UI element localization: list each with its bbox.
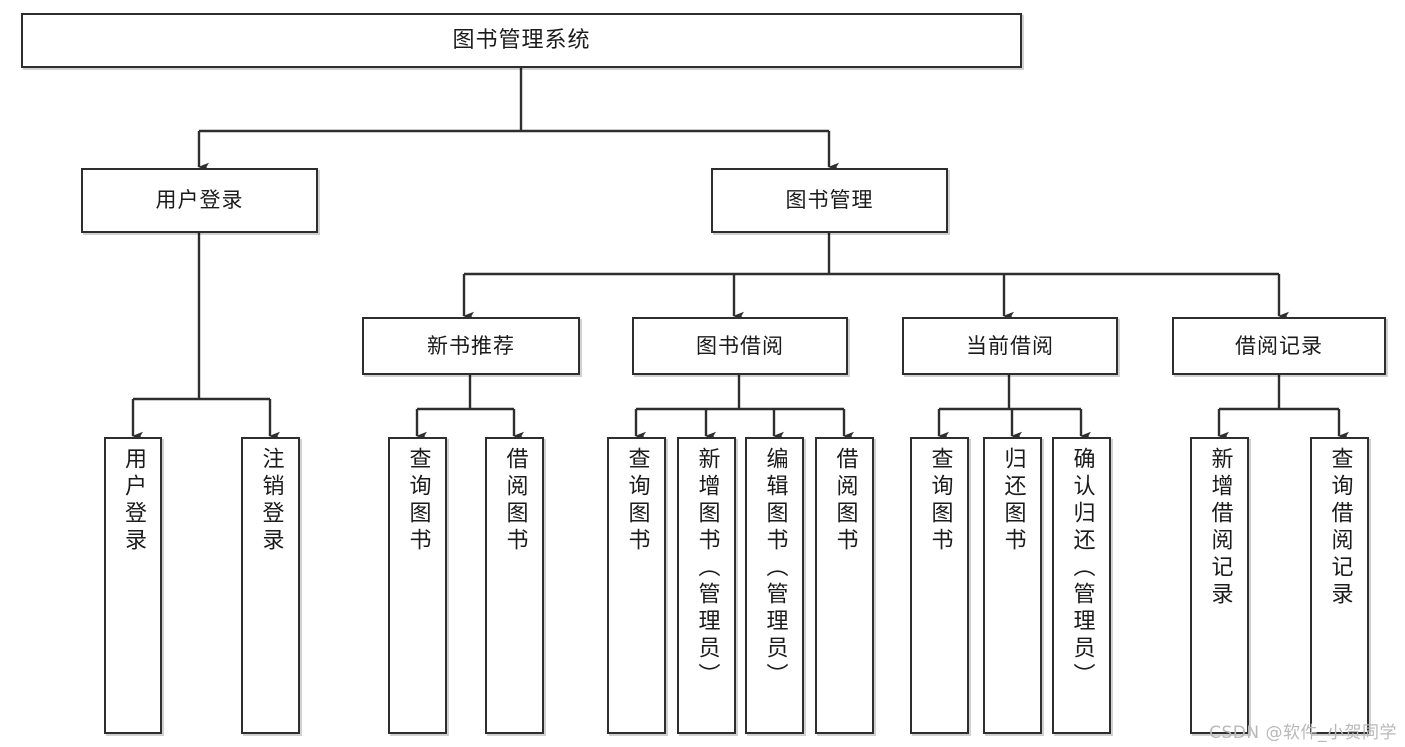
node-leaf-confirm-return-label: 确认归还（管理员） — [1069, 447, 1095, 690]
node-leaf-borrow-book-1[interactable]: 借阅图书 — [485, 437, 544, 734]
node-leaf-borrow-book-1-label: 借阅图书 — [502, 447, 528, 555]
node-current-borrow[interactable]: 当前借阅 — [902, 317, 1118, 375]
node-leaf-return-book[interactable]: 归还图书 — [983, 437, 1042, 734]
node-leaf-borrow-book-2-label: 借阅图书 — [832, 447, 858, 555]
node-leaf-query-book-3[interactable]: 查询图书 — [910, 437, 969, 734]
node-leaf-confirm-return[interactable]: 确认归还（管理员） — [1052, 437, 1111, 734]
node-leaf-query-book-2-label: 查询图书 — [624, 447, 650, 555]
node-leaf-add-book-label: 新增图书（管理员） — [694, 447, 720, 690]
node-book-borrow[interactable]: 图书借阅 — [632, 317, 848, 375]
node-leaf-query-borrow-record-label: 查询借阅记录 — [1327, 447, 1353, 609]
node-leaf-user-logout[interactable]: 注销登录 — [241, 437, 300, 734]
node-leaf-query-book-1[interactable]: 查询图书 — [388, 437, 447, 734]
node-leaf-user-login-label: 用户登录 — [121, 447, 146, 555]
node-leaf-add-book[interactable]: 新增图书（管理员） — [677, 437, 736, 734]
node-leaf-add-borrow-record[interactable]: 新增借阅记录 — [1190, 437, 1249, 734]
node-current-borrow-label: 当前借阅 — [966, 333, 1054, 358]
node-user-login-label: 用户登录 — [155, 188, 244, 213]
node-borrow-record[interactable]: 借阅记录 — [1172, 317, 1386, 375]
node-new-book-recommend[interactable]: 新书推荐 — [362, 317, 580, 375]
node-leaf-query-book-1-label: 查询图书 — [405, 447, 431, 555]
node-leaf-borrow-book-2[interactable]: 借阅图书 — [815, 437, 874, 734]
edge-paths — [131, 68, 1349, 441]
node-leaf-query-book-2[interactable]: 查询图书 — [607, 437, 666, 734]
node-leaf-query-borrow-record[interactable]: 查询借阅记录 — [1310, 437, 1369, 734]
node-borrow-record-label: 借阅记录 — [1235, 333, 1323, 358]
node-leaf-user-logout-label: 注销登录 — [258, 447, 284, 555]
node-leaf-return-book-label: 归还图书 — [1000, 447, 1026, 555]
node-leaf-query-book-3-label: 查询图书 — [927, 447, 953, 555]
node-user-login[interactable]: 用户登录 — [81, 168, 318, 233]
node-root[interactable]: 图书管理系统 — [21, 13, 1022, 68]
watermark: CSDN @软件_小贺同学 — [1209, 723, 1397, 743]
node-leaf-edit-book[interactable]: 编辑图书（管理员） — [745, 437, 804, 734]
node-book-borrow-label: 图书借阅 — [696, 333, 784, 358]
node-root-label: 图书管理系统 — [452, 27, 591, 53]
node-leaf-edit-book-label: 编辑图书（管理员） — [762, 447, 788, 690]
node-book-management[interactable]: 图书管理 — [711, 168, 948, 233]
node-new-book-recommend-label: 新书推荐 — [427, 333, 515, 358]
node-leaf-user-login[interactable]: 用户登录 — [104, 437, 162, 734]
node-leaf-add-borrow-record-label: 新增借阅记录 — [1207, 447, 1233, 609]
node-book-management-label: 图书管理 — [785, 188, 874, 213]
